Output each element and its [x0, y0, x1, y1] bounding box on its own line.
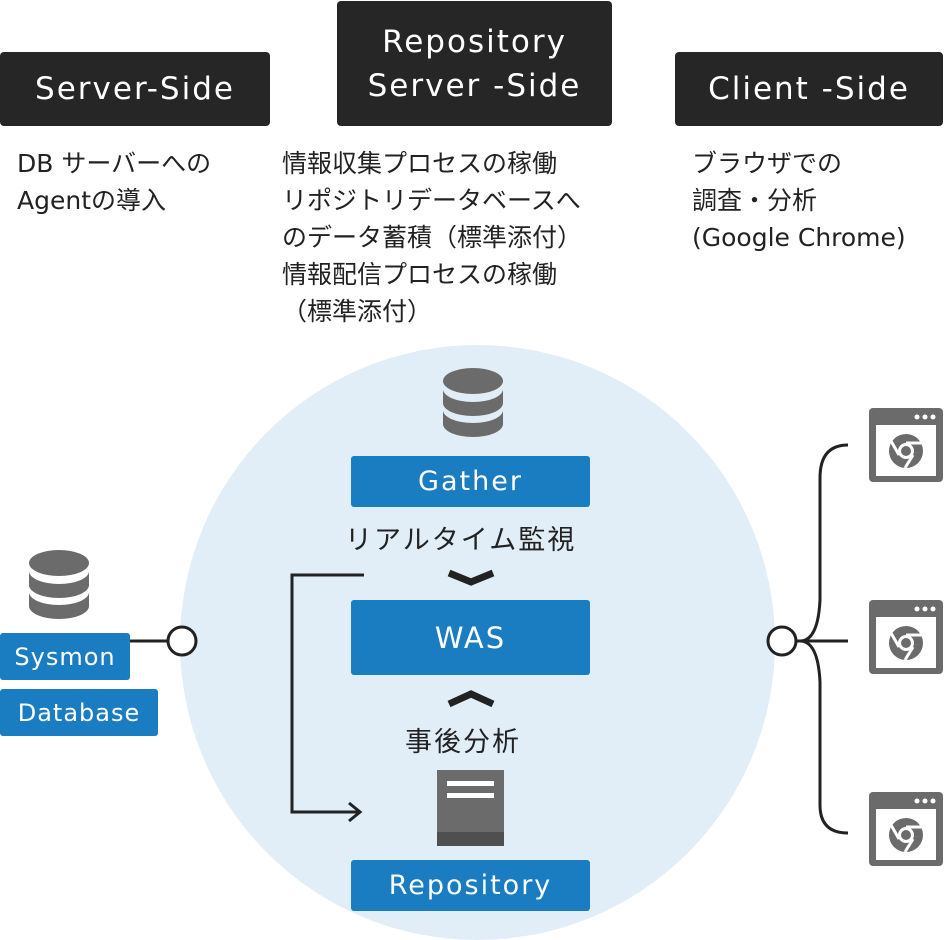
- server-icon: [437, 770, 504, 846]
- post-analysis-arrow: [290, 573, 364, 814]
- server-side-description: DB サーバーへの Agentの導入: [17, 145, 211, 219]
- client-side-header: Client -Side: [675, 52, 943, 126]
- client-desc-line: ブラウザでの: [692, 149, 843, 178]
- repo-desc-line: リポジトリデータベースへ: [282, 186, 581, 215]
- repository-header-label-line2: Server -Side: [367, 67, 582, 104]
- gather-label: Gather: [418, 466, 523, 497]
- database-icon: [443, 368, 503, 437]
- sysmon-connector-node: [166, 625, 198, 657]
- repository-server-side-header: Repository Server -Side: [337, 1, 612, 126]
- sysmon-label: Sysmon: [14, 642, 116, 671]
- sysmon-box: Sysmon: [0, 633, 130, 680]
- chrome-browser-icon: [869, 792, 943, 866]
- post-analysis-label: 事後分析: [405, 727, 521, 758]
- repo-desc-line: （標準添付）: [282, 297, 433, 326]
- chevron-up-icon: [447, 690, 495, 708]
- database-box: Database: [0, 689, 158, 736]
- repository-label: Repository: [388, 870, 553, 901]
- gather-box: Gather: [351, 456, 590, 507]
- client-desc-line: 調査・分析: [692, 186, 818, 215]
- client-desc-line: (Google Chrome): [692, 223, 906, 252]
- repository-side-description: 情報収集プロセスの稼働 リポジトリデータベースへ のデータ蓄積（標準添付） 情報…: [282, 145, 582, 330]
- client-connector-node: [766, 625, 798, 657]
- repository-box: Repository: [351, 860, 590, 911]
- arrow-head-icon: [348, 801, 363, 823]
- database-label: Database: [17, 698, 141, 727]
- repo-desc-line: 情報収集プロセスの稼働: [282, 149, 558, 178]
- server-desc-line: DB サーバーへの: [17, 149, 212, 178]
- chrome-browser-icon: [869, 600, 943, 674]
- server-desc-line: Agentの導入: [17, 186, 166, 215]
- chevron-down-icon: [447, 569, 495, 586]
- client-branch-lines: [796, 443, 849, 835]
- realtime-monitoring-label: リアルタイム監視: [345, 525, 577, 556]
- repository-header-label-line1: Repository: [382, 23, 567, 60]
- client-side-header-label: Client -Side: [708, 71, 910, 107]
- server-side-header: Server-Side: [0, 52, 270, 126]
- was-label: WAS: [434, 620, 507, 655]
- repo-desc-line: 情報配信プロセスの稼働: [282, 260, 558, 289]
- repo-desc-line: のデータ蓄積（標準添付）: [282, 223, 583, 252]
- chrome-browser-icon: [869, 408, 943, 482]
- server-side-header-label: Server-Side: [35, 71, 235, 107]
- client-side-description: ブラウザでの 調査・分析 (Google Chrome): [692, 145, 906, 256]
- was-box: WAS: [351, 600, 590, 675]
- database-icon: [29, 550, 89, 619]
